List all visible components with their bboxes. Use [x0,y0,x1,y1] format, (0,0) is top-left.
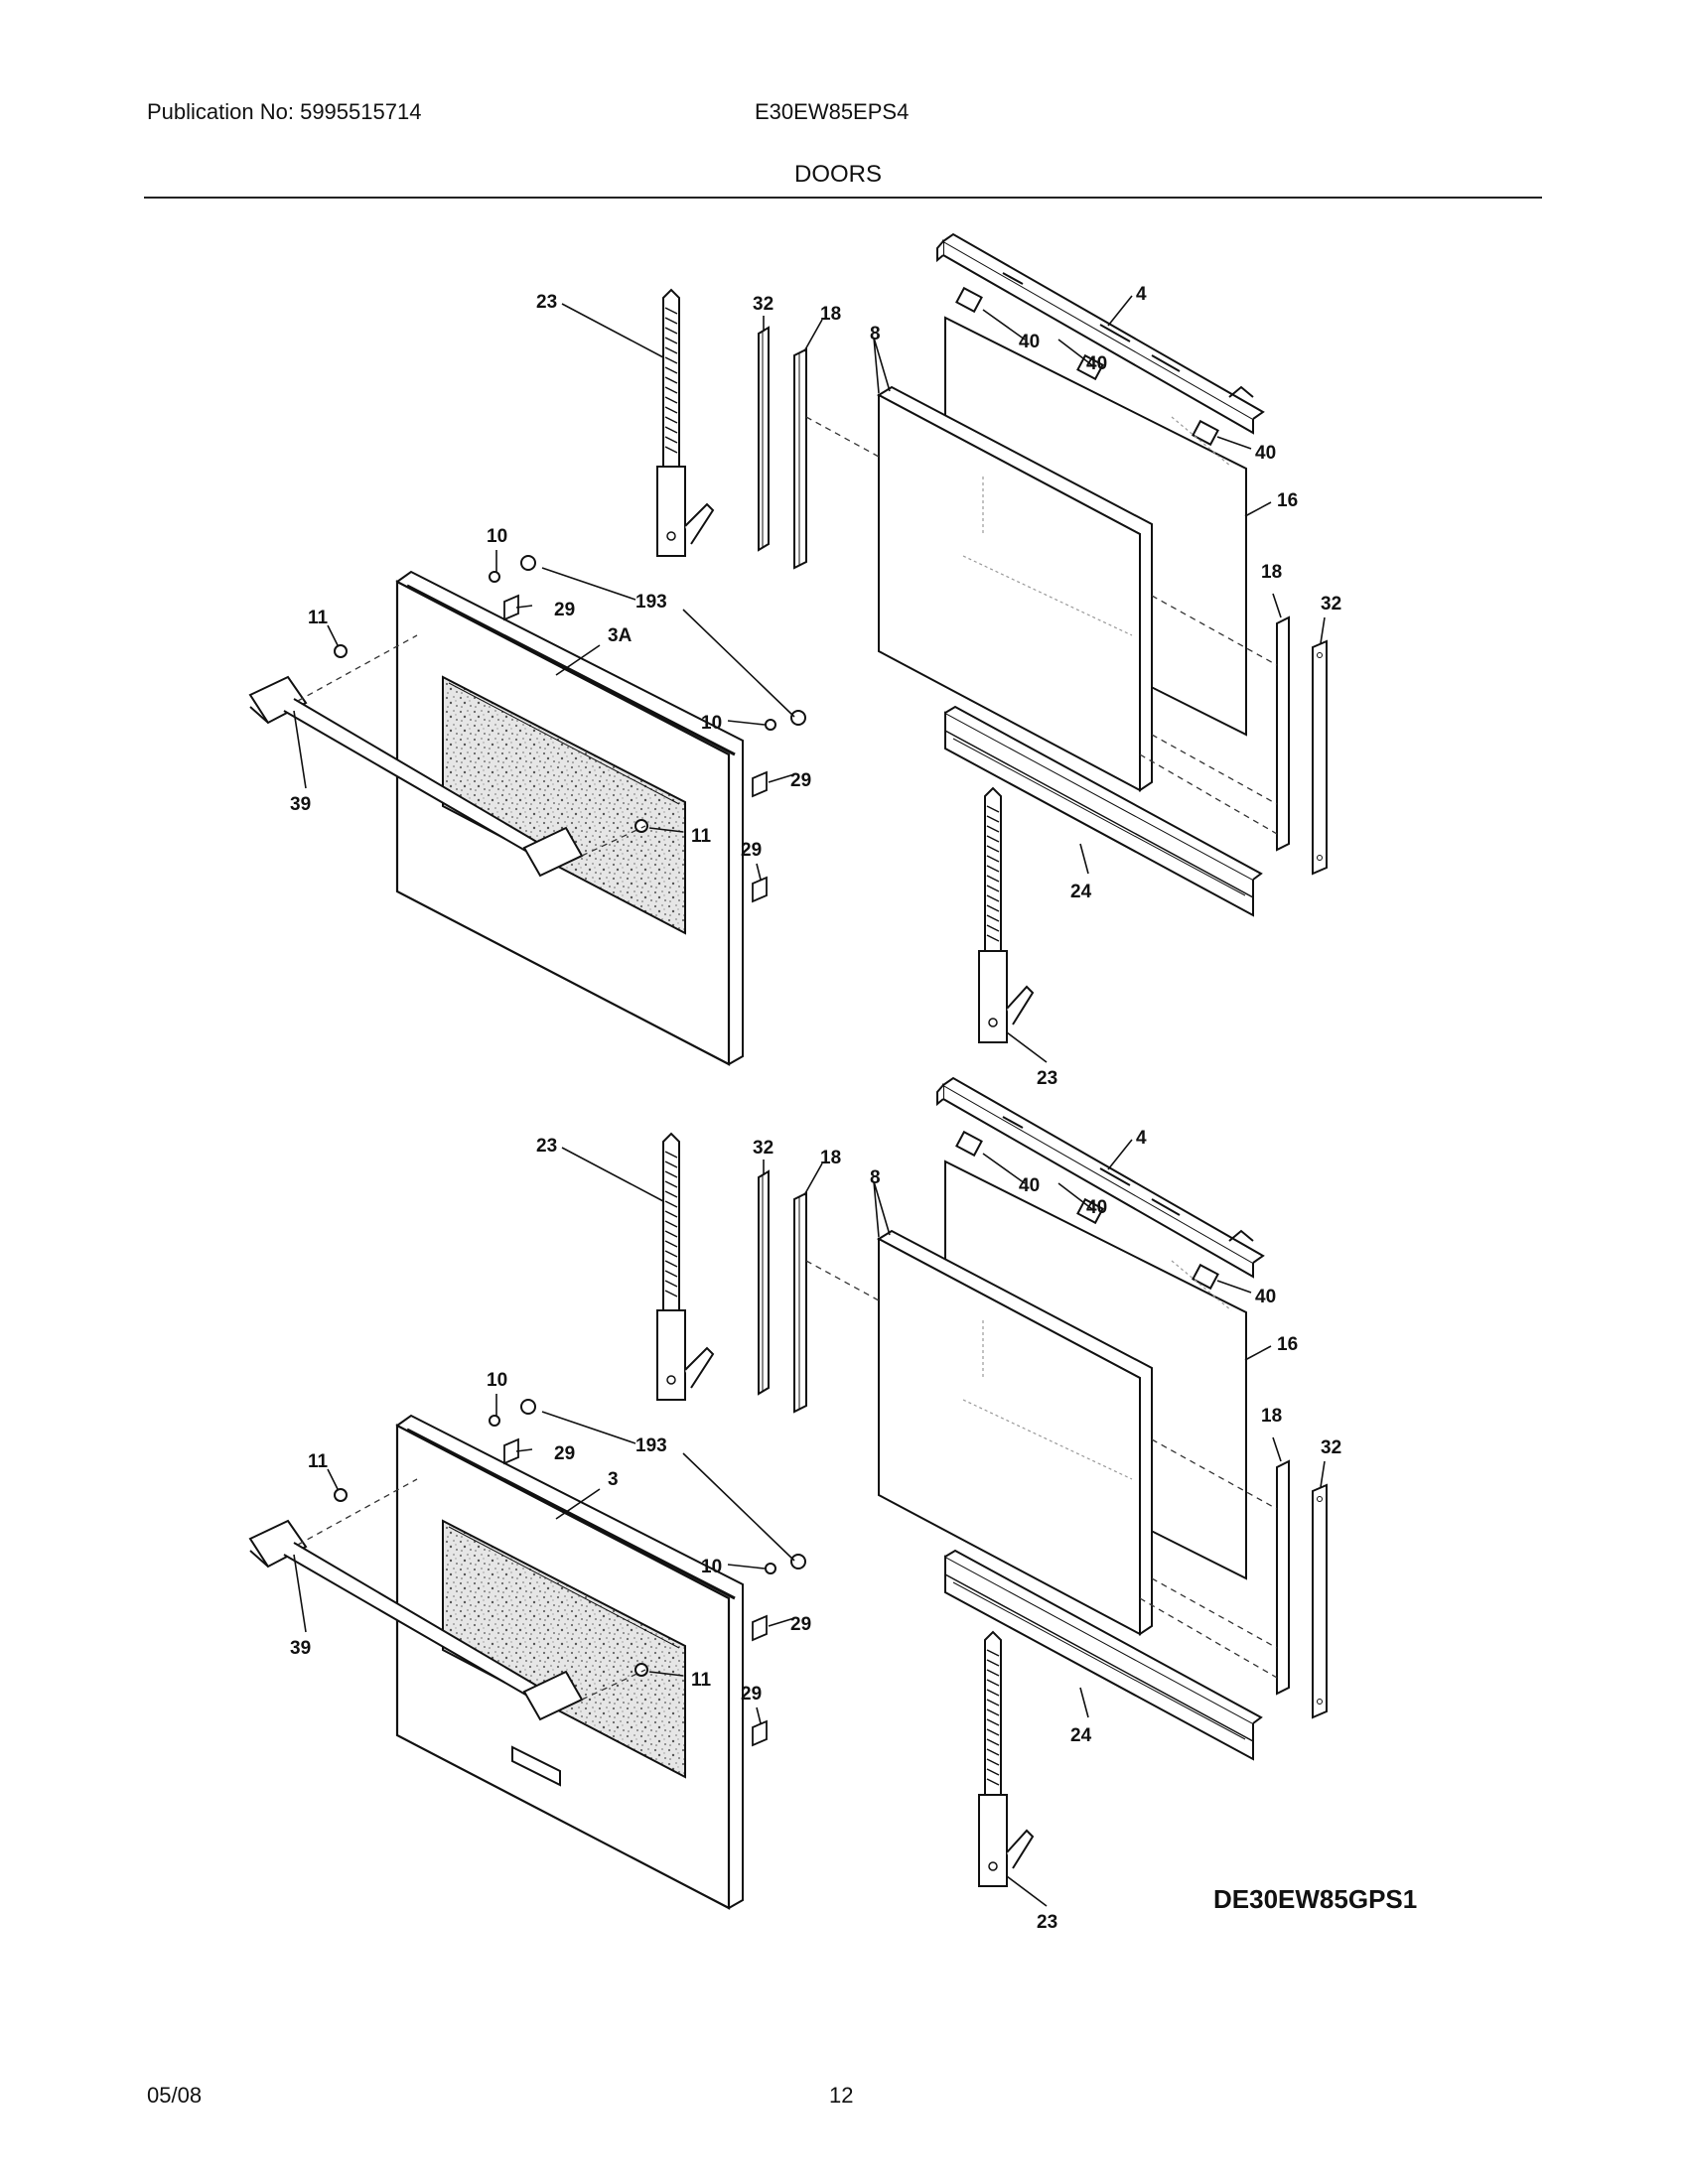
callout-label: 16 [1277,1334,1298,1355]
footer-date: 05/08 [147,2083,203,2108]
outer-door-panel [395,570,744,1066]
lower-hinge-part [978,1630,1035,1887]
hinge-part [656,1132,715,1401]
page-number: 12 [829,2083,854,2108]
callout-label: 8 [870,1167,881,1188]
callout-label: 23 [536,1136,557,1157]
top-support-part [936,1076,1265,1279]
door-handle-part [248,675,584,878]
callout-label: 10 [701,713,722,734]
outer-door-panel [395,1414,744,1910]
callout-label: 3 [608,1469,619,1490]
callout-label: 40 [1086,1197,1107,1218]
callout-label: 24 [1070,1725,1092,1746]
callout-label: 39 [290,1638,311,1659]
callout-label: 29 [554,600,575,620]
callout-label: 32 [753,1138,774,1159]
callout-label: 11 [691,1670,712,1691]
callout-label: 29 [790,770,811,791]
callout-label: 40 [1019,332,1040,352]
callout-label: 32 [753,294,774,315]
top-support-part [936,232,1265,435]
model-number: E30EW85EPS4 [755,99,910,124]
callout-label: 18 [1261,1406,1282,1427]
header-rule [144,197,1542,199]
callout-label: 10 [487,526,507,547]
door-handle-part [248,1519,584,1721]
callout-label: 29 [554,1443,575,1464]
callout-label: 32 [1321,594,1341,614]
callout-label: 39 [290,794,311,815]
lower-door-assembly: 23 32 18 8 4 40 40 40 16 10 193 29 11 3 … [248,1076,1341,1933]
callout-label: 40 [1019,1175,1040,1196]
callout-label: 23 [1037,1068,1057,1089]
callout-label: 29 [741,1684,762,1705]
bottom-channel-part [944,705,1263,917]
callout-label: 8 [870,324,881,344]
callout-label: 11 [308,608,329,628]
callout-label: 16 [1277,490,1298,511]
hinge-part [656,288,715,557]
callout-label: 10 [701,1557,722,1577]
callout-label: 193 [635,1435,667,1456]
callout-label: 40 [1086,353,1107,374]
callout-label: 18 [820,304,841,325]
callout-label: 24 [1070,882,1092,902]
callout-label: 23 [536,292,557,313]
section-title: DOORS [794,161,883,188]
diagram-code: DE30EW85GPS1 [1213,1884,1418,1914]
callout-label: 29 [741,840,762,861]
callout-label: 4 [1136,1128,1147,1149]
callout-label: 11 [691,826,712,847]
callout-label: 11 [308,1451,329,1472]
callout-label: 40 [1255,1287,1276,1307]
callout-label: 29 [790,1614,811,1635]
lower-hinge-part [978,786,1035,1043]
callout-label: 10 [487,1370,507,1391]
callout-label: 32 [1321,1437,1341,1458]
callout-label: 193 [635,592,667,613]
callout-label: 18 [1261,562,1282,583]
control-window [511,1745,561,1787]
callout-label: 23 [1037,1912,1057,1933]
callout-label: 18 [820,1148,841,1168]
callout-label: 40 [1255,443,1276,464]
upper-door-assembly: 23 32 18 8 4 40 40 40 16 10 193 29 11 3A… [248,232,1341,1089]
bottom-channel-part [944,1549,1263,1761]
publication-number: Publication No: 5995515714 [147,99,422,124]
callout-label: 3A [608,625,633,646]
callout-label: 4 [1136,284,1147,305]
